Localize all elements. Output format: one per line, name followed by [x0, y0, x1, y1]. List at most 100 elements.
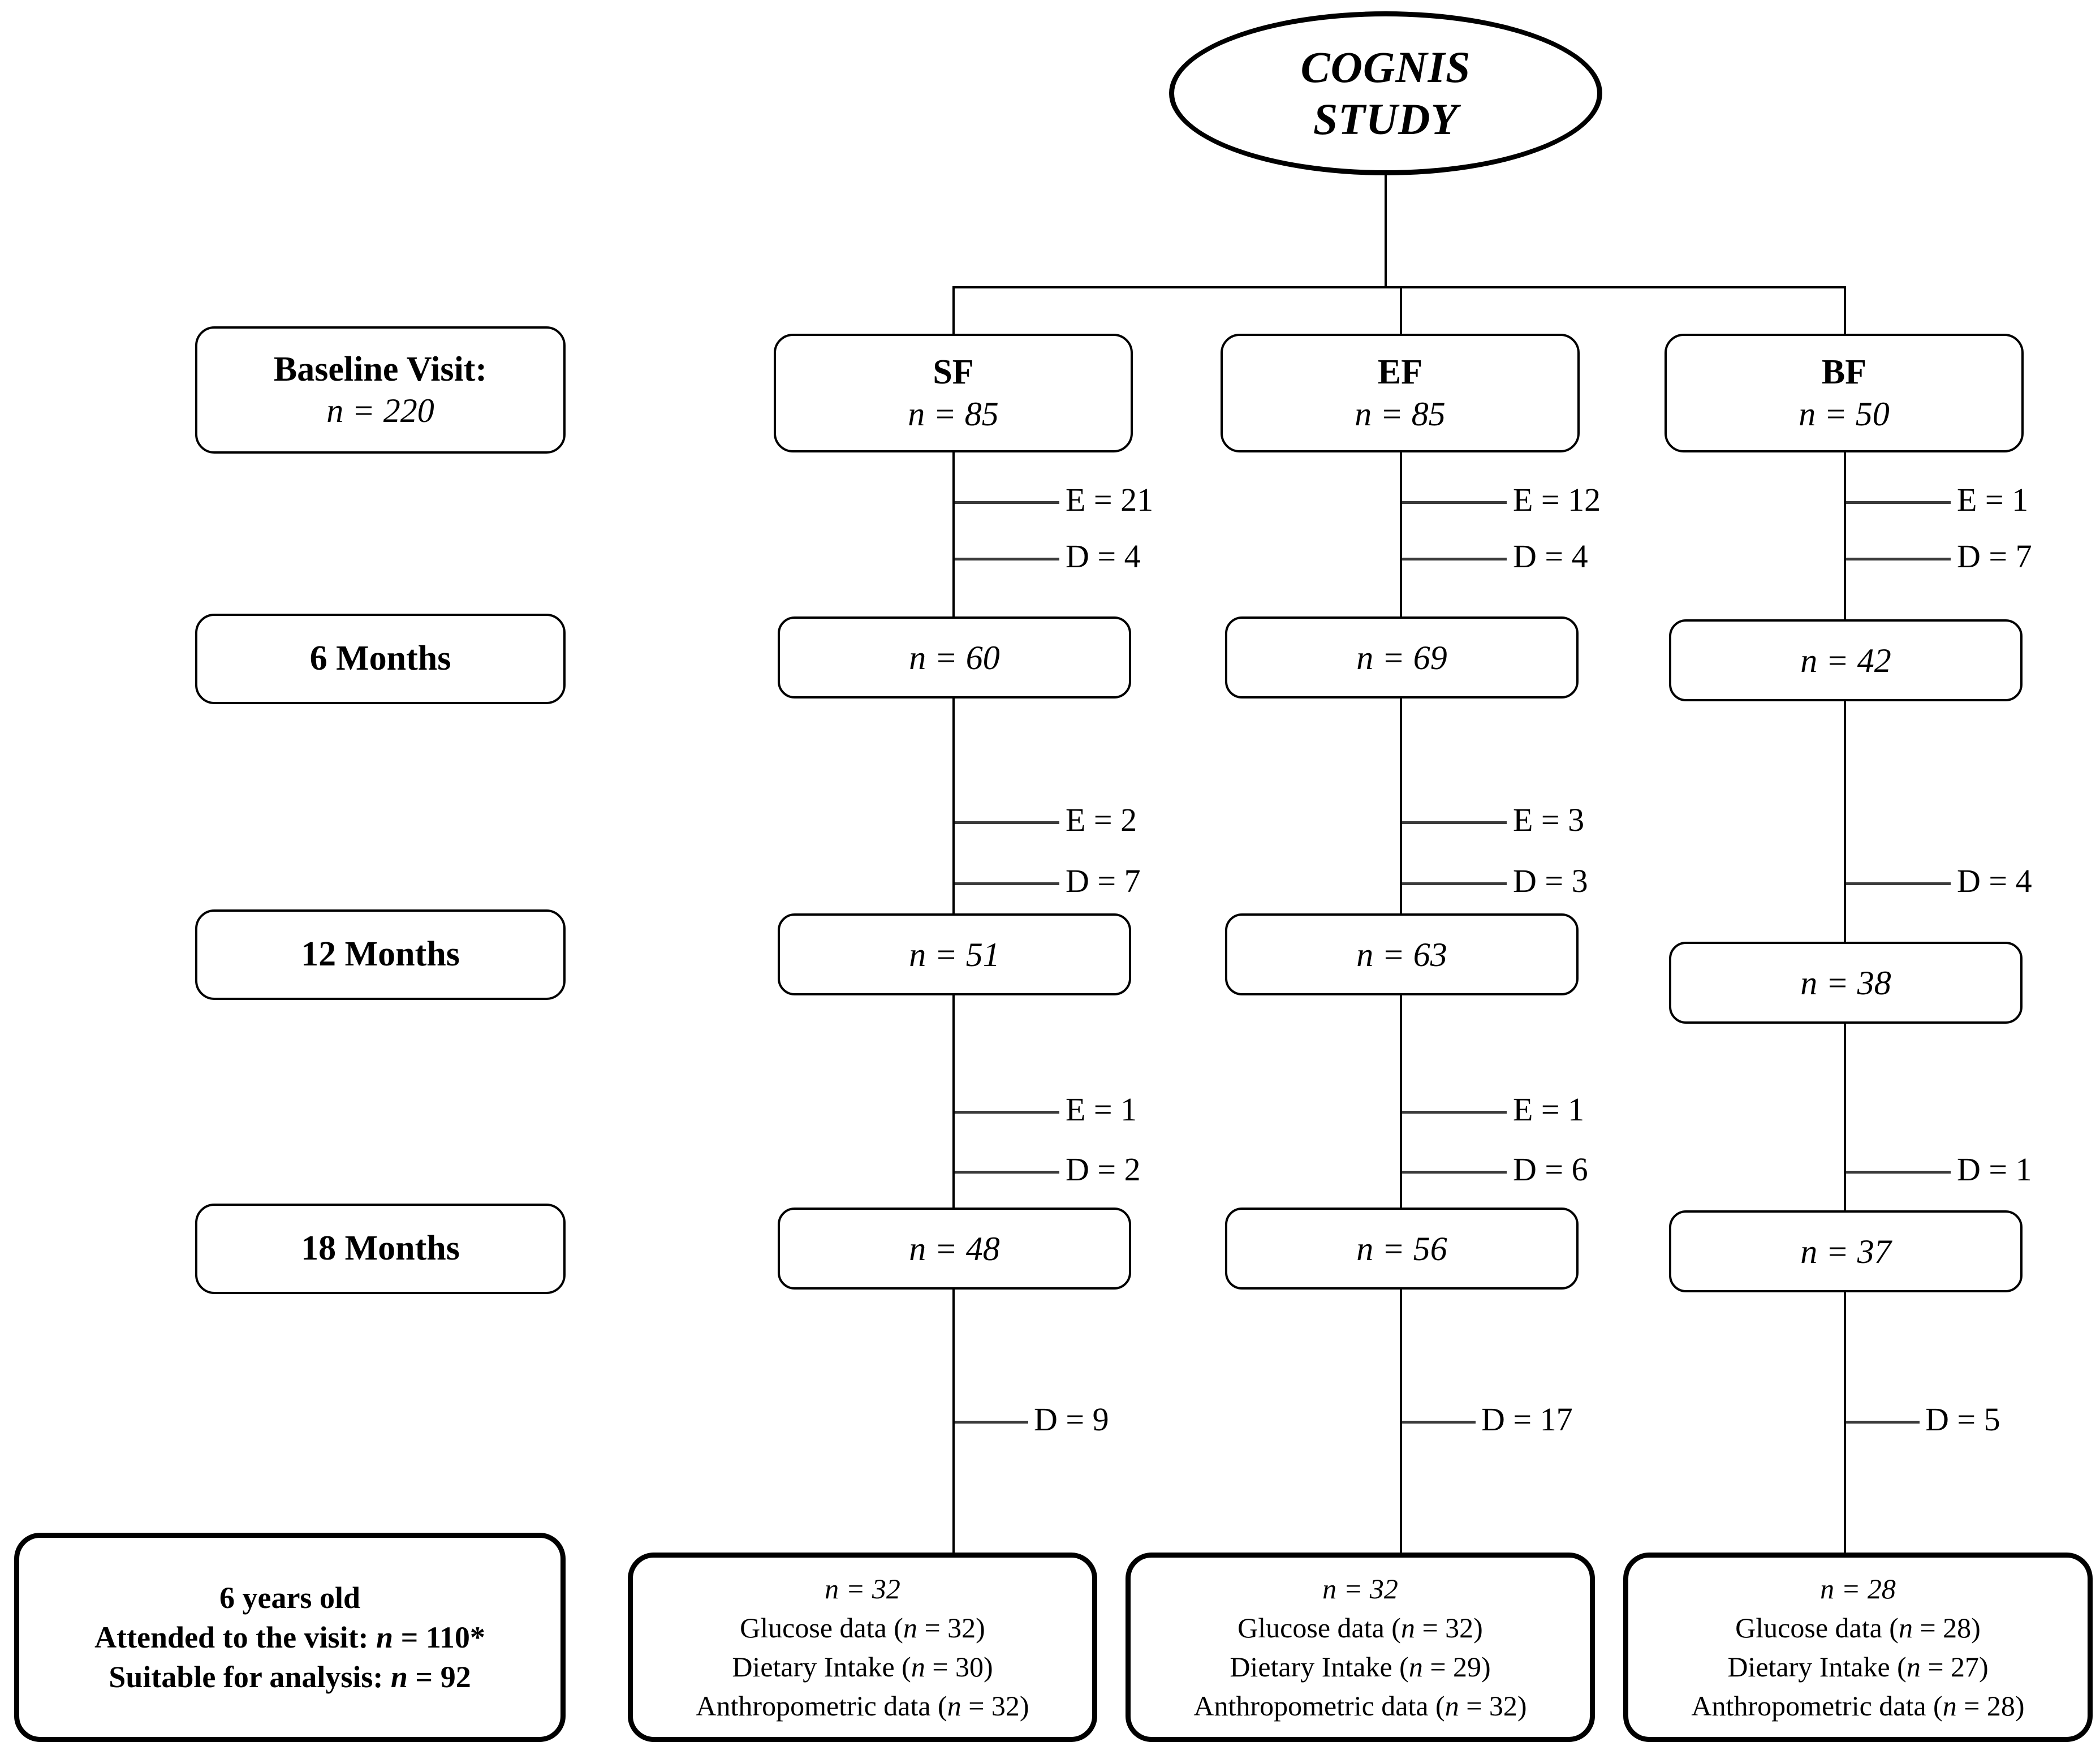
group-ef-n: n = 85	[1355, 395, 1446, 433]
sf-tick-d2	[955, 882, 1059, 885]
bf-attrition-d1: D = 7	[1957, 538, 2032, 575]
outcome-bf-glucose: Glucose data (n = 28)	[1735, 1611, 1981, 1644]
outcome-sf-dietary: Dietary Intake (n = 30)	[732, 1650, 993, 1683]
group-header-sf: SF n = 85	[774, 334, 1133, 452]
node-ef-12months-n: n = 63	[1356, 935, 1447, 973]
ef-attrition-e3: E = 1	[1513, 1091, 1585, 1128]
node-sf-18months: n = 48	[778, 1208, 1131, 1290]
ef-tick-e1	[1402, 501, 1507, 504]
ef-tick-d3	[1402, 1171, 1507, 1174]
node-ef-6months: n = 69	[1225, 616, 1579, 698]
bf-attrition-d3: D = 1	[1957, 1151, 2032, 1188]
stage-baseline-title: Baseline Visit:	[273, 350, 488, 389]
summary-attended-n: n	[376, 1620, 394, 1654]
ef-tick-d1	[1402, 558, 1507, 560]
stage-12months-title: 12 Months	[301, 935, 460, 974]
outcome-ef-n: n = 32	[1322, 1572, 1398, 1605]
outcome-ef-glucose: Glucose data (n = 32)	[1237, 1611, 1483, 1644]
ef-attrition-d2: D = 3	[1513, 863, 1588, 899]
node-sf-12months-n: n = 51	[909, 935, 1000, 973]
summary-suitable-n: n	[390, 1660, 408, 1694]
root-stem	[1385, 174, 1387, 287]
outcome-bf-anthropometric: Anthropometric data (n = 28)	[1691, 1689, 2025, 1722]
node-ef-12months: n = 63	[1225, 913, 1579, 995]
sf-tick-e2	[955, 821, 1059, 824]
node-sf-6months: n = 60	[778, 616, 1131, 698]
sf-tick-e1	[955, 501, 1059, 504]
drop-to-ef	[1400, 286, 1402, 335]
stage-baseline-n: n = 220	[326, 392, 434, 430]
node-bf-18months-n: n = 37	[1800, 1232, 1891, 1270]
outcome-box-bf: n = 28 Glucose data (n = 28) Dietary Int…	[1623, 1553, 2093, 1742]
drop-to-bf	[1844, 286, 1846, 335]
bf-attrition-d4: D = 5	[1925, 1401, 2000, 1438]
ef-attrition-e1: E = 12	[1513, 481, 1601, 518]
group-header-ef: EF n = 85	[1221, 334, 1580, 452]
bf-tick-d1	[1846, 558, 1951, 560]
outcome-sf-glucose: Glucose data (n = 32)	[740, 1611, 985, 1644]
sf-tick-e3	[955, 1111, 1059, 1114]
outcome-box-ef: n = 32 Glucose data (n = 32) Dietary Int…	[1126, 1553, 1595, 1742]
node-sf-18months-n: n = 48	[909, 1230, 1000, 1267]
outcome-box-sf: n = 32 Glucose data (n = 32) Dietary Int…	[628, 1553, 1097, 1742]
sf-tick-d3	[955, 1171, 1059, 1174]
drop-to-sf	[952, 286, 955, 335]
stage-label-6-months: 6 Months	[195, 614, 566, 704]
bf-attrition-e1: E = 1	[1957, 481, 2029, 518]
node-sf-12months: n = 51	[778, 913, 1131, 995]
study-title-line1: COGNIS	[1300, 42, 1471, 92]
ef-tick-e2	[1402, 821, 1507, 824]
stage-18months-title: 18 Months	[301, 1229, 460, 1268]
group-bf-name: BF	[1821, 353, 1867, 392]
sf-attrition-e2: E = 2	[1066, 801, 1137, 838]
sf-tick-d1	[955, 558, 1059, 560]
node-sf-6months-n: n = 60	[909, 639, 1000, 676]
group-ef-name: EF	[1377, 353, 1423, 392]
ef-attrition-d4: D = 17	[1481, 1401, 1573, 1438]
sf-attrition-d2: D = 7	[1066, 863, 1141, 899]
node-bf-12months-n: n = 38	[1800, 964, 1891, 1002]
outcome-sf-anthropometric: Anthropometric data (n = 32)	[696, 1689, 1029, 1722]
outcome-bf-n: n = 28	[1820, 1572, 1896, 1605]
bf-tick-d4	[1846, 1421, 1920, 1424]
outcome-ef-anthropometric: Anthropometric data (n = 32)	[1193, 1689, 1527, 1722]
summary-attended-value: = 110*	[393, 1620, 485, 1654]
node-bf-6months-n: n = 42	[1800, 641, 1891, 679]
summary-suitable-text: Suitable for analysis:	[109, 1660, 391, 1694]
summary-suitable-value: = 92	[407, 1660, 471, 1694]
bf-tick-d3	[1846, 1171, 1951, 1174]
sf-attrition-d3: D = 2	[1066, 1151, 1141, 1188]
ef-tick-d2	[1402, 882, 1507, 885]
bf-tick-e1	[1846, 501, 1951, 504]
stage-label-12-months: 12 Months	[195, 909, 566, 1000]
sf-tick-d4	[955, 1421, 1028, 1424]
ef-attrition-d3: D = 6	[1513, 1151, 1588, 1188]
group-bf-n: n = 50	[1799, 395, 1890, 433]
stage-label-baseline: Baseline Visit: n = 220	[195, 326, 566, 454]
group-sf-n: n = 85	[908, 395, 999, 433]
node-ef-18months-n: n = 56	[1356, 1230, 1447, 1267]
summary-attended-text: Attended to the visit:	[94, 1620, 377, 1654]
sf-attrition-e1: E = 21	[1066, 481, 1154, 518]
ef-tick-d4	[1402, 1421, 1476, 1424]
node-bf-12months: n = 38	[1669, 942, 2023, 1024]
node-ef-6months-n: n = 69	[1356, 639, 1447, 676]
stage-6months-title: 6 Months	[309, 639, 451, 678]
sf-attrition-e3: E = 1	[1066, 1091, 1137, 1128]
stage-label-6-years-summary: 6 years old Attended to the visit: n = 1…	[14, 1533, 566, 1742]
node-bf-18months: n = 37	[1669, 1210, 2023, 1292]
ef-tick-e3	[1402, 1111, 1507, 1114]
node-ef-18months: n = 56	[1225, 1208, 1579, 1290]
node-bf-6months: n = 42	[1669, 619, 2023, 701]
stage-label-18-months: 18 Months	[195, 1204, 566, 1294]
study-root-node: COGNIS STUDY	[1169, 11, 1602, 175]
outcome-bf-dietary: Dietary Intake (n = 27)	[1727, 1650, 1989, 1683]
outcome-ef-dietary: Dietary Intake (n = 29)	[1230, 1650, 1491, 1683]
outcome-sf-n: n = 32	[825, 1572, 900, 1605]
group-header-bf: BF n = 50	[1665, 334, 2024, 452]
sf-attrition-d1: D = 4	[1066, 538, 1141, 575]
study-title-line2: STUDY	[1313, 94, 1459, 144]
summary-suitable-line: Suitable for analysis: n = 92	[109, 1657, 471, 1697]
sf-attrition-d4: D = 9	[1034, 1401, 1109, 1438]
